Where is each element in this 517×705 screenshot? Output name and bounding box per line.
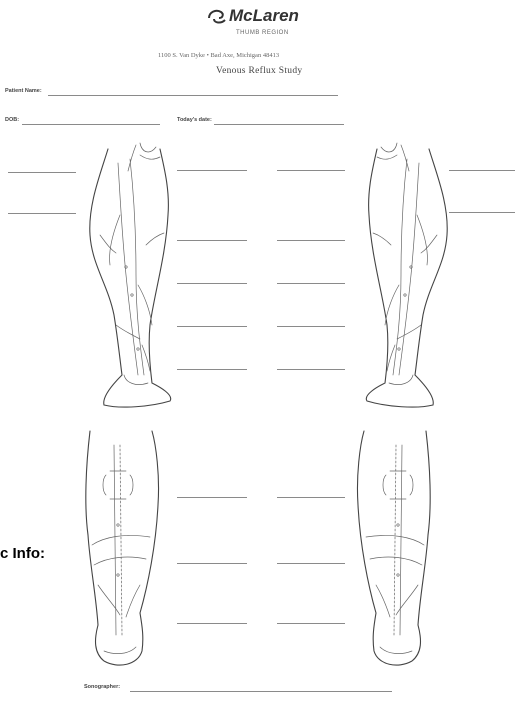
logo-mark-icon: [206, 7, 228, 25]
measurement-line[interactable]: [177, 240, 247, 241]
sonographer-field[interactable]: [130, 691, 392, 692]
sonographer-label: Sonographer:: [84, 684, 120, 690]
measurement-line[interactable]: [177, 623, 247, 624]
measurement-line[interactable]: [8, 172, 76, 173]
measurement-line[interactable]: [277, 563, 345, 564]
address-text: 1100 S. Van Dyke • Bad Axe, Michigan 484…: [158, 52, 279, 59]
lower-right-leg-diagram: [342, 425, 432, 675]
measurement-line[interactable]: [177, 563, 247, 564]
document-title: Venous Reflux Study: [216, 66, 302, 76]
measurement-line[interactable]: [177, 326, 247, 327]
measurement-line[interactable]: [449, 212, 515, 213]
measurement-line[interactable]: [177, 497, 247, 498]
measurement-line[interactable]: [277, 240, 345, 241]
upper-right-leg-diagram: [352, 135, 457, 415]
measurement-line[interactable]: [449, 170, 515, 171]
measurement-line[interactable]: [277, 283, 345, 284]
todays-date-label: Today's date:: [177, 117, 212, 123]
measurement-line[interactable]: [277, 623, 345, 624]
measurement-line[interactable]: [177, 369, 247, 370]
todays-date-field[interactable]: [214, 124, 344, 125]
measurement-line[interactable]: [177, 170, 247, 171]
dob-field[interactable]: [22, 124, 160, 125]
measurement-line[interactable]: [277, 326, 345, 327]
upper-left-leg-diagram: [80, 135, 185, 415]
region-text: THUMB REGION: [236, 30, 289, 36]
lower-left-leg-diagram: [84, 425, 174, 675]
logo-text: McLaren: [229, 6, 299, 26]
side-label: c Info:: [0, 545, 45, 562]
measurement-line[interactable]: [177, 283, 247, 284]
measurement-line[interactable]: [8, 213, 76, 214]
measurement-line[interactable]: [277, 497, 345, 498]
measurement-line[interactable]: [277, 369, 345, 370]
measurement-line[interactable]: [277, 170, 345, 171]
patient-name-field[interactable]: [48, 95, 338, 96]
dob-label: DOB:: [5, 117, 19, 123]
patient-name-label: Patient Name:: [5, 88, 42, 94]
